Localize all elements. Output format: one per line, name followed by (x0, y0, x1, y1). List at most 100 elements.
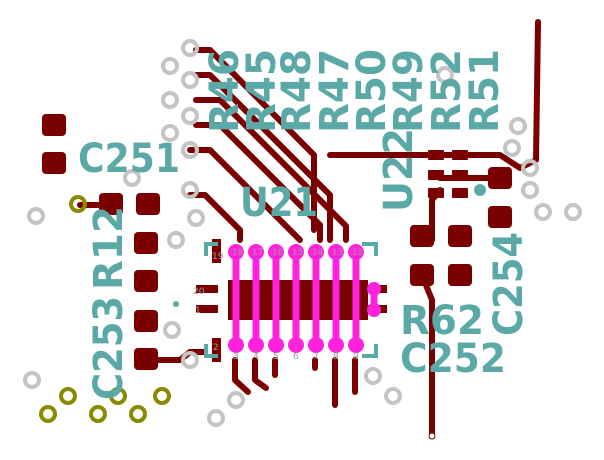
via (207, 409, 225, 427)
hole (59, 387, 77, 405)
pin-label-2: 2 (213, 343, 219, 353)
trace (193, 72, 333, 243)
pin-label-top-1: 18 (232, 248, 244, 258)
via (509, 117, 527, 135)
pin-label-top-6: 13 (332, 248, 343, 258)
pad (452, 150, 468, 160)
via (181, 181, 199, 199)
designator-r62: R62 (400, 298, 484, 344)
via (181, 107, 199, 125)
via (534, 203, 552, 221)
through-holes (39, 195, 171, 423)
designator-c251: C251 (78, 136, 180, 182)
test-point (474, 184, 486, 196)
pin-numbers: 19 20 1 2 18 17 16 15 14 13 12 3 4 5 6 7… (193, 248, 363, 362)
designator-r51: R51 (462, 49, 508, 133)
via (364, 367, 382, 385)
via (181, 71, 199, 89)
designator-r50: R50 (349, 49, 395, 133)
pad (212, 239, 221, 263)
via (521, 181, 539, 199)
u21-highlighted-pins (228, 244, 381, 353)
trace (193, 97, 349, 243)
via (161, 124, 179, 142)
via (23, 371, 41, 389)
pad (428, 170, 444, 180)
via (27, 207, 45, 225)
pin-label-top-3: 16 (272, 248, 284, 258)
hole (129, 405, 147, 423)
pad (410, 225, 434, 247)
pad (488, 206, 512, 228)
via (181, 351, 199, 369)
trace (437, 19, 541, 171)
designator-r49: R49 (386, 49, 432, 133)
designator-r45: R45 (239, 49, 285, 133)
via (163, 321, 181, 339)
via (167, 231, 185, 249)
designators: R46 R45 R48 R47 R50 R49 R52 R51 U22 C251… (78, 49, 532, 400)
pin-label-1: 1 (195, 306, 201, 316)
via (181, 141, 199, 159)
pad (448, 264, 472, 286)
pin-label-top-2: 17 (252, 248, 263, 258)
u21-outline (173, 242, 378, 358)
designator-r47: R47 (312, 49, 358, 133)
pin-label-bottom-4: 6 (293, 352, 299, 362)
pin-label-bottom-3: 5 (273, 352, 279, 362)
pad (452, 170, 468, 180)
via (521, 159, 539, 177)
test-points (428, 184, 486, 440)
hole (89, 405, 107, 423)
designator-r48: R48 (274, 49, 320, 133)
via (181, 39, 199, 57)
pad (428, 150, 444, 160)
trace (187, 192, 243, 243)
pad (428, 188, 444, 198)
pad (136, 193, 160, 215)
via (436, 66, 454, 84)
copper-traces (77, 19, 541, 438)
pin-label-bottom-6: 8 (333, 352, 339, 362)
test-point (428, 432, 436, 440)
designator-r52: R52 (424, 49, 470, 133)
pad (488, 167, 512, 189)
pad (134, 232, 158, 254)
pin-label-bottom-5: 7 (313, 352, 319, 362)
pin-label-bottom-1: 3 (233, 352, 239, 362)
via (123, 169, 141, 187)
pad (134, 270, 158, 292)
pad (448, 225, 472, 247)
trace (193, 122, 323, 243)
designator-c252: C252 (400, 336, 506, 382)
designator-r46: R46 (202, 49, 248, 133)
hole (39, 405, 57, 423)
hole (69, 195, 87, 213)
via (161, 91, 179, 109)
designator-u22: U22 (376, 128, 422, 212)
pad (42, 152, 66, 174)
pad (410, 264, 434, 286)
pad (42, 114, 66, 136)
pad (196, 305, 218, 313)
pin-label-top-4: 15 (292, 248, 303, 258)
trace (232, 357, 251, 395)
pin-label-19: 19 (212, 252, 224, 262)
pin-label-20: 20 (193, 287, 205, 297)
pin-label-top-5: 14 (312, 248, 324, 258)
designator-c254: C254 (486, 232, 532, 336)
pad (99, 193, 123, 215)
pad (134, 310, 158, 332)
pin-label-bottom-7: 9 (353, 352, 359, 362)
via (187, 209, 205, 227)
pin-label-top-7: 12 (352, 248, 363, 258)
pin-label-bottom-2: 4 (253, 352, 259, 362)
pad (452, 188, 468, 198)
via (503, 139, 521, 157)
designator-c253: C253 (86, 296, 132, 400)
pad (212, 338, 221, 362)
via (384, 387, 402, 405)
via (161, 57, 179, 75)
